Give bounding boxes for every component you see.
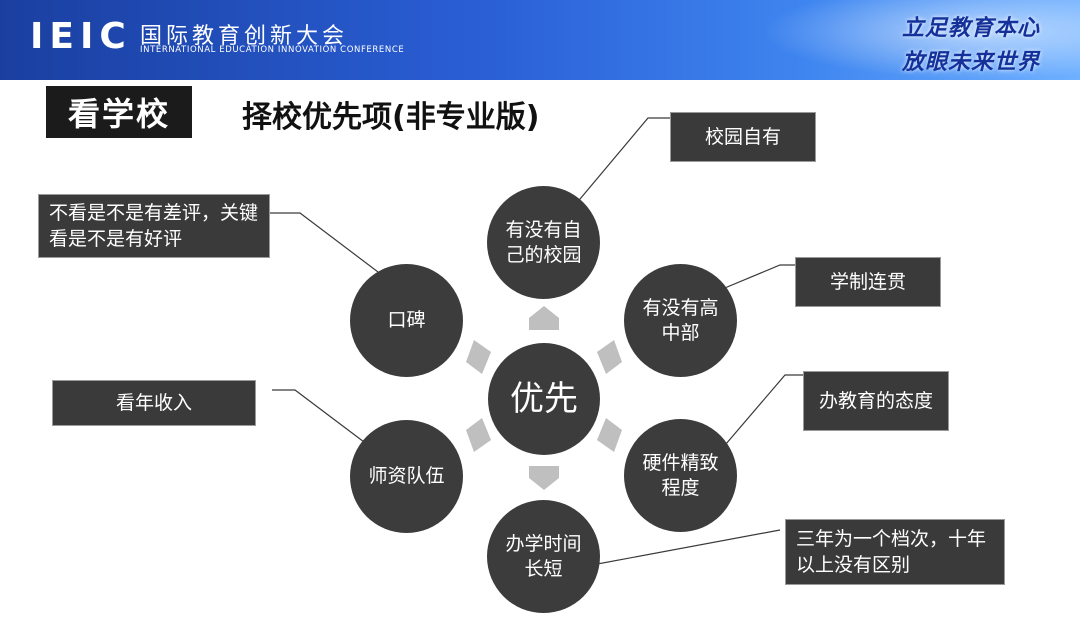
note-duration: 三年为一个档次，十年以上没有区别 <box>785 519 1005 585</box>
node-highschool: 有没有高中部 <box>624 264 737 377</box>
page-title: 择校优先项(非专业版) <box>242 100 540 135</box>
conference-header: IEIC 国际教育创新大会 INTERNATIONAL EDUCATION IN… <box>0 0 1080 80</box>
note-teachers: 看年收入 <box>52 380 256 426</box>
connector-reputation <box>270 212 383 276</box>
note-reputation: 不看是不是有差评，关键看是不是有好评 <box>38 194 270 258</box>
node-teachers: 师资队伍 <box>350 420 463 533</box>
node-hardware: 硬件精致程度 <box>624 419 737 532</box>
note-highschool: 学制连贯 <box>795 257 941 307</box>
note-hardware: 办教育的态度 <box>803 371 949 431</box>
arrow-upright <box>597 340 622 374</box>
arrow-downright <box>597 418 622 452</box>
slogan-line2: 放眼未来世界 <box>901 50 1040 75</box>
conference-name-en: INTERNATIONAL EDUCATION INNOVATION CONFE… <box>140 45 405 55</box>
node-duration: 办学时间长短 <box>487 500 600 613</box>
arrow-down <box>529 466 559 490</box>
node-reputation: 口碑 <box>350 264 463 377</box>
slogan-line1: 立足教育本心 <box>901 16 1040 41</box>
note-campus: 校园自有 <box>670 112 816 162</box>
connector-campus <box>574 117 670 206</box>
ieic-logo: IEIC <box>30 16 132 57</box>
node-campus: 有没有自己的校园 <box>487 186 600 299</box>
center-circle: 优先 <box>488 343 600 455</box>
connector-hardware <box>707 374 805 466</box>
arrow-up <box>529 306 559 330</box>
connector-highschool <box>719 264 795 291</box>
section-tag: 看学校 <box>46 86 192 138</box>
arrow-downleft <box>466 418 491 452</box>
connector-teachers <box>272 389 373 449</box>
connector-duration <box>591 529 781 566</box>
header-glow <box>760 0 1080 80</box>
conference-name-cn: 国际教育创新大会 <box>140 24 349 49</box>
arrow-upleft <box>466 340 491 374</box>
